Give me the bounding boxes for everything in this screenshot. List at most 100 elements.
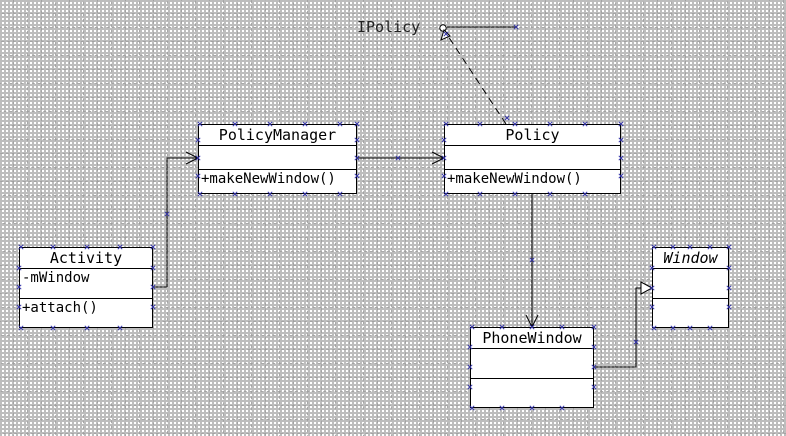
selection-handle[interactable] — [195, 137, 201, 143]
selection-handle[interactable] — [117, 325, 123, 331]
selection-handle[interactable] — [512, 121, 518, 127]
selection-handle[interactable] — [443, 191, 449, 197]
selection-handle[interactable] — [582, 121, 588, 127]
selection-handle[interactable] — [618, 137, 624, 143]
selection-handle[interactable] — [499, 324, 505, 330]
selection-handle[interactable] — [150, 304, 156, 310]
selection-handle[interactable] — [529, 405, 535, 411]
selection-handle[interactable] — [443, 31, 449, 37]
selection-handle[interactable] — [512, 191, 518, 197]
selection-handle[interactable] — [618, 173, 624, 179]
selection-handle[interactable] — [469, 324, 475, 330]
class-name: Activity — [49, 249, 123, 267]
selection-handle[interactable] — [649, 285, 655, 291]
selection-handle[interactable] — [354, 173, 360, 179]
selection-handle[interactable] — [591, 324, 597, 330]
selection-handle[interactable] — [707, 325, 713, 331]
selection-handle[interactable] — [477, 191, 483, 197]
selection-handle[interactable] — [164, 211, 170, 217]
selection-handle[interactable] — [477, 121, 483, 127]
selection-handle[interactable] — [16, 284, 22, 290]
selection-handle[interactable] — [441, 155, 447, 161]
selection-handle[interactable] — [197, 121, 203, 127]
selection-handle[interactable] — [670, 325, 676, 331]
class-policy-manager[interactable]: PolicyManager +makeNewWindow() — [198, 124, 357, 194]
selection-handle[interactable] — [18, 244, 24, 250]
selection-handle[interactable] — [513, 24, 519, 30]
selection-handle[interactable] — [197, 191, 203, 197]
selection-handle[interactable] — [670, 244, 676, 250]
selection-handle[interactable] — [726, 244, 732, 250]
selection-handle[interactable] — [150, 244, 156, 250]
selection-handle[interactable] — [84, 244, 90, 250]
selection-handle[interactable] — [726, 304, 732, 310]
selection-handle[interactable] — [687, 244, 693, 250]
selection-handle[interactable] — [707, 244, 713, 250]
selection-handle[interactable] — [354, 155, 360, 161]
selection-handle[interactable] — [529, 324, 535, 330]
selection-handle[interactable] — [16, 304, 22, 310]
selection-handle[interactable] — [469, 405, 475, 411]
selection-handle[interactable] — [232, 191, 238, 197]
selection-handle[interactable] — [687, 325, 693, 331]
selection-handle[interactable] — [547, 191, 553, 197]
selection-handle[interactable] — [195, 173, 201, 179]
class-name: PhoneWindow — [482, 329, 582, 347]
selection-handle[interactable] — [649, 304, 655, 310]
interface-label-ipolicy[interactable]: IPolicy — [357, 18, 421, 36]
selection-handle[interactable] — [232, 121, 238, 127]
selection-handle[interactable] — [591, 364, 597, 370]
selection-handle[interactable] — [443, 121, 449, 127]
selection-handle[interactable] — [651, 325, 657, 331]
selection-handle[interactable] — [18, 325, 24, 331]
selection-handle[interactable] — [547, 121, 553, 127]
selection-handle[interactable] — [50, 325, 56, 331]
selection-handle[interactable] — [267, 121, 273, 127]
selection-handle[interactable] — [649, 265, 655, 271]
selection-handle[interactable] — [16, 265, 22, 271]
selection-handle[interactable] — [591, 384, 597, 390]
selection-handle[interactable] — [726, 285, 732, 291]
selection-handle[interactable] — [354, 121, 360, 127]
class-name: Policy — [505, 126, 560, 144]
selection-handle[interactable] — [84, 325, 90, 331]
selection-handle[interactable] — [150, 265, 156, 271]
selection-handle[interactable] — [467, 364, 473, 370]
selection-handle[interactable] — [337, 121, 343, 127]
selection-handle[interactable] — [441, 137, 447, 143]
selection-handle[interactable] — [467, 384, 473, 390]
attributes-section: -mWindow — [20, 268, 152, 298]
selection-handle[interactable] — [651, 244, 657, 250]
selection-handle[interactable] — [499, 405, 505, 411]
selection-handle[interactable] — [633, 339, 639, 345]
selection-handle[interactable] — [150, 284, 156, 290]
attributes-section — [199, 145, 356, 169]
selection-handle[interactable] — [441, 173, 447, 179]
selection-handle[interactable] — [582, 191, 588, 197]
selection-handle[interactable] — [618, 155, 624, 161]
selection-handle[interactable] — [267, 191, 273, 197]
selection-handle[interactable] — [337, 191, 343, 197]
selection-handle[interactable] — [302, 191, 308, 197]
selection-handle[interactable] — [559, 324, 565, 330]
class-phone-window[interactable]: PhoneWindow — [470, 327, 594, 408]
selection-handle[interactable] — [302, 121, 308, 127]
selection-handle[interactable] — [50, 244, 56, 250]
selection-handle[interactable] — [591, 344, 597, 350]
selection-handle[interactable] — [467, 344, 473, 350]
selection-handle[interactable] — [117, 244, 123, 250]
association-activity-policymanager[interactable] — [153, 157, 198, 288]
class-policy[interactable]: Policy +makeNewWindow() — [444, 124, 621, 194]
selection-handle[interactable] — [726, 265, 732, 271]
selection-handle[interactable] — [529, 257, 535, 263]
selection-handle[interactable] — [195, 155, 201, 161]
operations-section — [471, 377, 593, 408]
selection-handle[interactable] — [504, 115, 510, 121]
selection-handle[interactable] — [354, 137, 360, 143]
realization-policy-ipolicy[interactable] — [447, 35, 507, 125]
interface-lollipop-circle[interactable] — [439, 24, 447, 32]
generalization-phonewindow-window[interactable] — [594, 287, 641, 368]
selection-handle[interactable] — [618, 121, 624, 127]
selection-handle[interactable] — [395, 155, 401, 161]
selection-handle[interactable] — [559, 405, 565, 411]
